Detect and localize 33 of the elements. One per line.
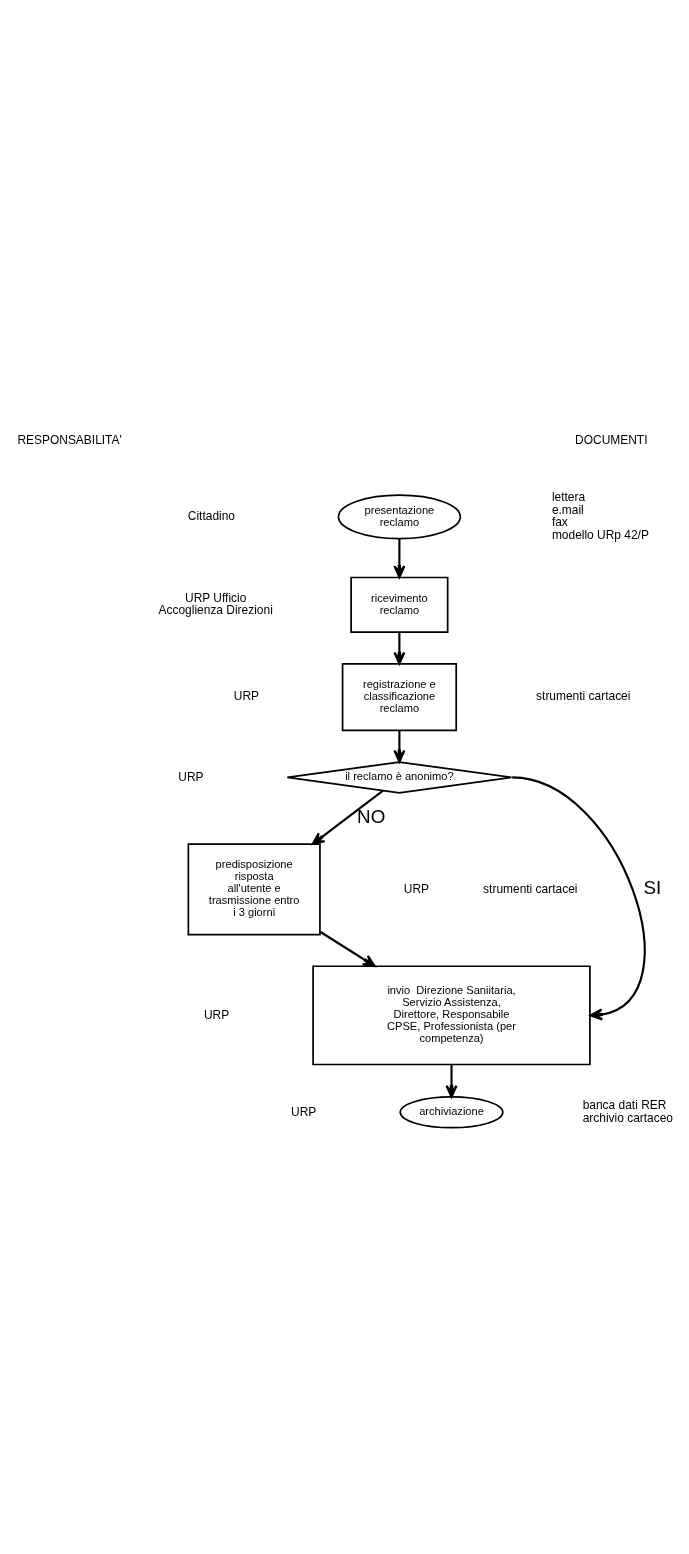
label: RESPONSABILITA' xyxy=(17,432,122,447)
label: URP xyxy=(403,881,430,896)
node-box: predisposizione risposta all'utente e trasmissione entro i 3 giorni xyxy=(187,843,321,936)
label: URP xyxy=(233,689,260,704)
label: banca dati RER xyxy=(582,1098,667,1113)
edge-label: NO xyxy=(357,806,386,828)
label: DOCUMENTI xyxy=(575,432,648,447)
label: lettera xyxy=(551,489,586,504)
label: URP xyxy=(291,1104,317,1119)
label: URP xyxy=(203,1007,230,1022)
arrow xyxy=(393,538,406,579)
label: modello URp 42/P xyxy=(551,528,649,543)
node-diamond: il reclamo è anonimo? xyxy=(286,761,513,794)
label: archivio cartaceo xyxy=(582,1110,674,1125)
node-ellipse: presentazione reclamo xyxy=(337,494,462,540)
node-box: ricevimento reclamo xyxy=(350,576,449,634)
label: Cittadino xyxy=(187,509,236,523)
label: URP xyxy=(178,769,204,784)
arrow xyxy=(311,789,384,846)
arrow xyxy=(393,730,406,763)
label: strumenti cartacei xyxy=(536,689,631,704)
label: strumenti cartacei xyxy=(483,881,578,896)
node-box: registrazione e classificazione reclamo xyxy=(341,662,458,732)
node-box: invio Direzione Saniitaria, Servizio Assistenza, Direttore, Responsabile CPSE, Professionista (per competenza) xyxy=(312,965,591,1066)
label: URP Ufficio Accoglienza Direzioni xyxy=(158,590,273,618)
arrow xyxy=(512,776,646,1021)
node-ellipse: archiviazione xyxy=(399,1096,504,1129)
label: e.mail xyxy=(551,502,584,517)
arrow xyxy=(445,1064,458,1098)
edge-label: SI xyxy=(643,877,662,899)
arrow xyxy=(393,632,406,665)
label: fax xyxy=(551,515,568,530)
arrow xyxy=(319,930,376,968)
